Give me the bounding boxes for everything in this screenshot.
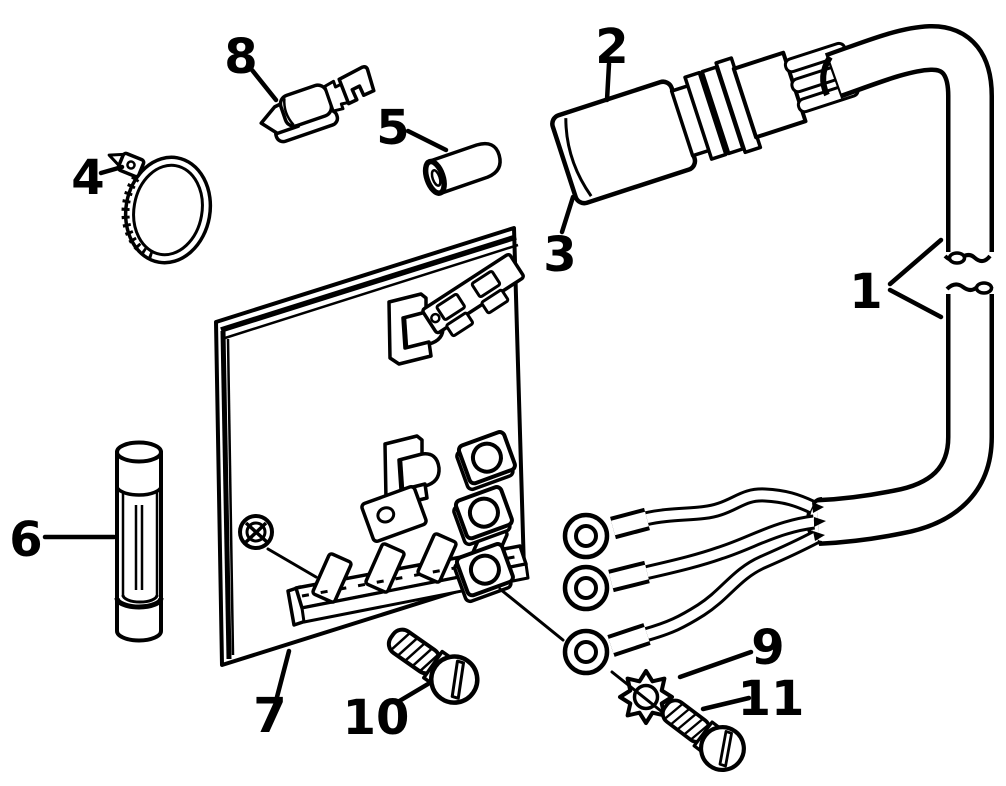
part-label-4: 4: [71, 150, 104, 206]
callout-1: 1: [849, 237, 944, 320]
callout-7: 7: [253, 648, 292, 744]
assembly-axis-line-2: [610, 670, 668, 717]
sleeve-part-5: [422, 141, 502, 196]
tie-strap-part-4: [107, 151, 213, 265]
screw-pad-middle: [452, 485, 514, 547]
plate-screw-hole: [238, 514, 274, 550]
assembly-axis-line: [498, 587, 565, 642]
ring-terminal-middle: [562, 564, 610, 612]
ring-terminal-top: [562, 512, 610, 560]
callout-10: 10: [343, 681, 431, 746]
jacket-mouth-top: [820, 55, 833, 97]
lead-wires: [607, 487, 826, 657]
terminal-part-8: [259, 65, 376, 144]
callout-4: 4: [71, 150, 125, 206]
callout-3: 3: [543, 194, 577, 283]
part-label-8: 8: [224, 29, 257, 85]
callout-5: 5: [376, 100, 449, 156]
fuse-part-6: [114, 440, 164, 643]
part-label-5: 5: [376, 100, 409, 156]
part-label-10: 10: [343, 690, 410, 746]
part-label-9: 9: [751, 620, 784, 676]
screw-part-10: [386, 627, 480, 705]
callout-9: 9: [677, 620, 785, 680]
terminal-bracket: [421, 252, 525, 338]
screw-part-11: [660, 698, 746, 773]
part-label-3: 3: [543, 227, 576, 283]
cable-part-1: [806, 24, 994, 546]
callout-11: 11: [700, 671, 805, 727]
callout-6: 6: [9, 512, 117, 568]
screw-pad-top: [455, 430, 517, 492]
part-label-6: 6: [9, 512, 42, 568]
part-label-2: 2: [595, 19, 628, 75]
part-label-1: 1: [849, 264, 882, 320]
terminal-block: [360, 485, 428, 543]
screw-pad-bottom: [453, 542, 515, 604]
callout-8: 8: [224, 29, 279, 103]
ring-terminal-bottom: [562, 628, 610, 676]
hole-leader-line: [266, 547, 318, 579]
callout-2: 2: [595, 19, 629, 103]
part-label-11: 11: [738, 671, 805, 727]
part-label-7: 7: [253, 688, 286, 744]
